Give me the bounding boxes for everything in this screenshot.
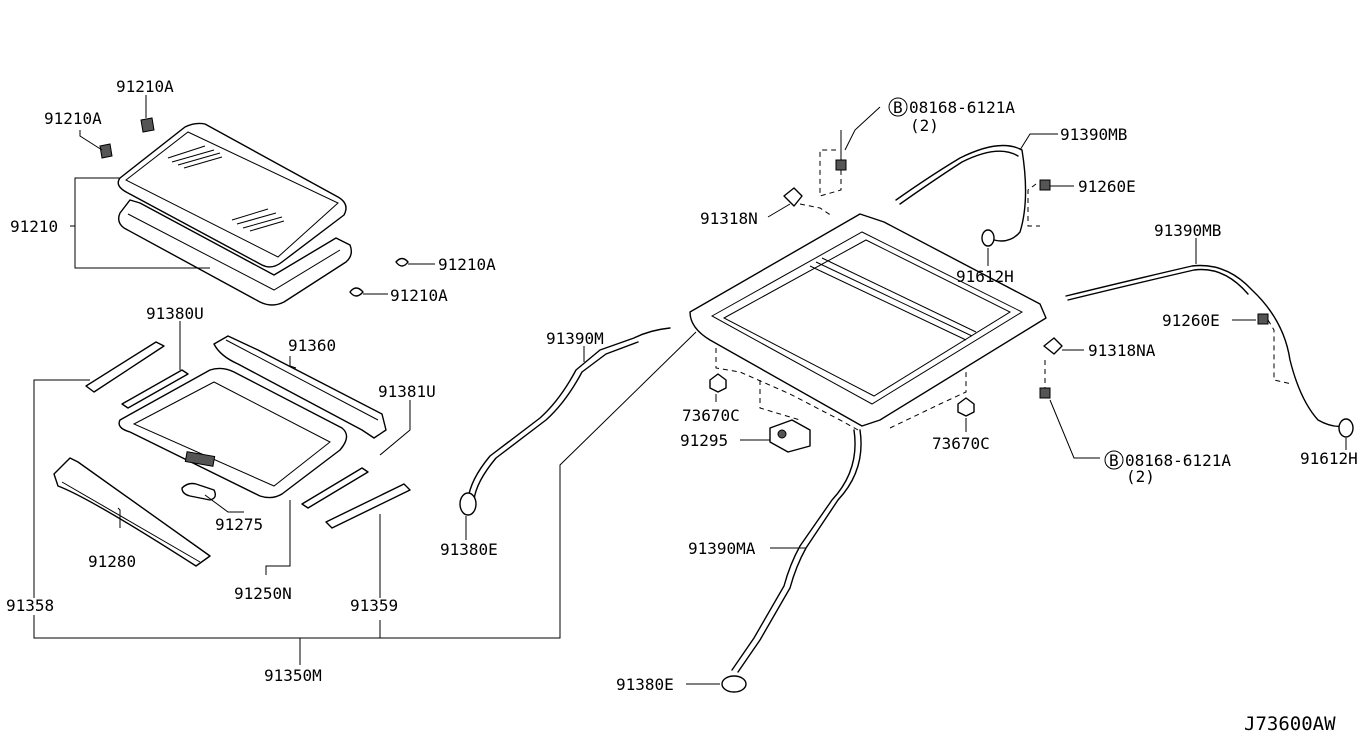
- handle-91275[interactable]: [181, 482, 217, 501]
- label-91380E-b: 91380E: [616, 675, 674, 694]
- label-91612H-a: 91612H: [956, 267, 1014, 286]
- label-91612H-b: 91612H: [1300, 449, 1358, 468]
- label-91390MB-b: 91390MB: [1154, 221, 1221, 240]
- nut-73670C-a[interactable]: [709, 373, 727, 393]
- label-08168-b-qty: (2): [1126, 467, 1155, 486]
- bolt-symbol-a: [888, 97, 908, 117]
- sunshade-91280[interactable]: [53, 457, 211, 567]
- clip-91260E-a[interactable]: [1039, 179, 1051, 191]
- label-91210A-b: 91210A: [44, 109, 102, 128]
- clip-91210A-d[interactable]: [349, 287, 364, 297]
- label-91390M: 91390M: [546, 329, 604, 348]
- grommet-91612H-a[interactable]: [981, 229, 995, 247]
- label-91260E-a: 91260E: [1078, 177, 1136, 196]
- grommet-91380E-a[interactable]: [459, 492, 477, 516]
- label-08168-a: 08168-6121A: [909, 98, 1015, 117]
- label-91210: 91210: [10, 217, 58, 236]
- label-91210A-d: 91210A: [390, 286, 448, 305]
- label-91380E-a: 91380E: [440, 540, 498, 559]
- grommet-91380E-b[interactable]: [721, 675, 747, 693]
- clip-91210A-a[interactable]: [140, 117, 155, 133]
- label-91390MA: 91390MA: [688, 539, 756, 558]
- glass-panel[interactable]: [117, 122, 347, 268]
- labels: 91210A 91210A 91210 91210A 91210A 91380U…: [6, 77, 1358, 735]
- label-91360: 91360: [288, 336, 336, 355]
- bolt-08168-b[interactable]: [1039, 387, 1051, 399]
- rail-91381U[interactable]: [301, 467, 411, 529]
- clip-91318NA[interactable]: [1043, 337, 1063, 355]
- label-91295: 91295: [680, 431, 728, 450]
- label-91275: 91275: [215, 515, 263, 534]
- label-08168-a-qty: (2): [910, 116, 939, 135]
- motor-91295[interactable]: [769, 419, 811, 453]
- clip-91210A-c[interactable]: [395, 257, 409, 267]
- label-73670C-b: 73670C: [932, 434, 990, 453]
- label-91280: 91280: [88, 552, 136, 571]
- label-91381U: 91381U: [378, 382, 436, 401]
- clip-91260E-b[interactable]: [1257, 313, 1269, 325]
- bolt-symbol-b-letter: B: [1109, 451, 1119, 470]
- drain-hose-91390MB-a[interactable]: [895, 144, 1027, 242]
- glass-seal[interactable]: [117, 199, 353, 306]
- shade-frame[interactable]: [118, 367, 348, 499]
- label-91250N: 91250N: [234, 584, 292, 603]
- label-91390MB-a: 91390MB: [1060, 125, 1127, 144]
- bolt-08168-a[interactable]: [835, 130, 847, 171]
- label-91380U: 91380U: [146, 304, 204, 323]
- label-91210A-a: 91210A: [116, 77, 174, 96]
- grommet-91612H-b[interactable]: [1338, 418, 1354, 438]
- diagram-code: J73600AW: [1244, 713, 1336, 735]
- deflector-91360[interactable]: [213, 335, 387, 439]
- label-91260E-b: 91260E: [1162, 311, 1220, 330]
- clip-91210A-b[interactable]: [99, 143, 113, 159]
- label-91318N: 91318N: [700, 209, 758, 228]
- label-91358: 91358: [6, 596, 54, 615]
- clip-91318N[interactable]: [783, 187, 803, 207]
- label-91359: 91359: [350, 596, 398, 615]
- label-08168-b: 08168-6121A: [1125, 451, 1231, 470]
- drain-hose-91390M[interactable]: [467, 327, 671, 501]
- rail-91380U[interactable]: [85, 341, 189, 409]
- drain-hose-91390MB-b[interactable]: [1065, 264, 1345, 428]
- label-91210A-c: 91210A: [438, 255, 496, 274]
- label-91318NA: 91318NA: [1088, 341, 1156, 360]
- sunroof-frame[interactable]: [689, 213, 1047, 427]
- label-73670C-a: 73670C: [682, 406, 740, 425]
- bolt-symbol-a-letter: B: [893, 98, 903, 117]
- bolt-symbol-b: [1104, 450, 1124, 470]
- nut-73670C-b[interactable]: [957, 397, 975, 417]
- label-91350M: 91350M: [264, 666, 322, 685]
